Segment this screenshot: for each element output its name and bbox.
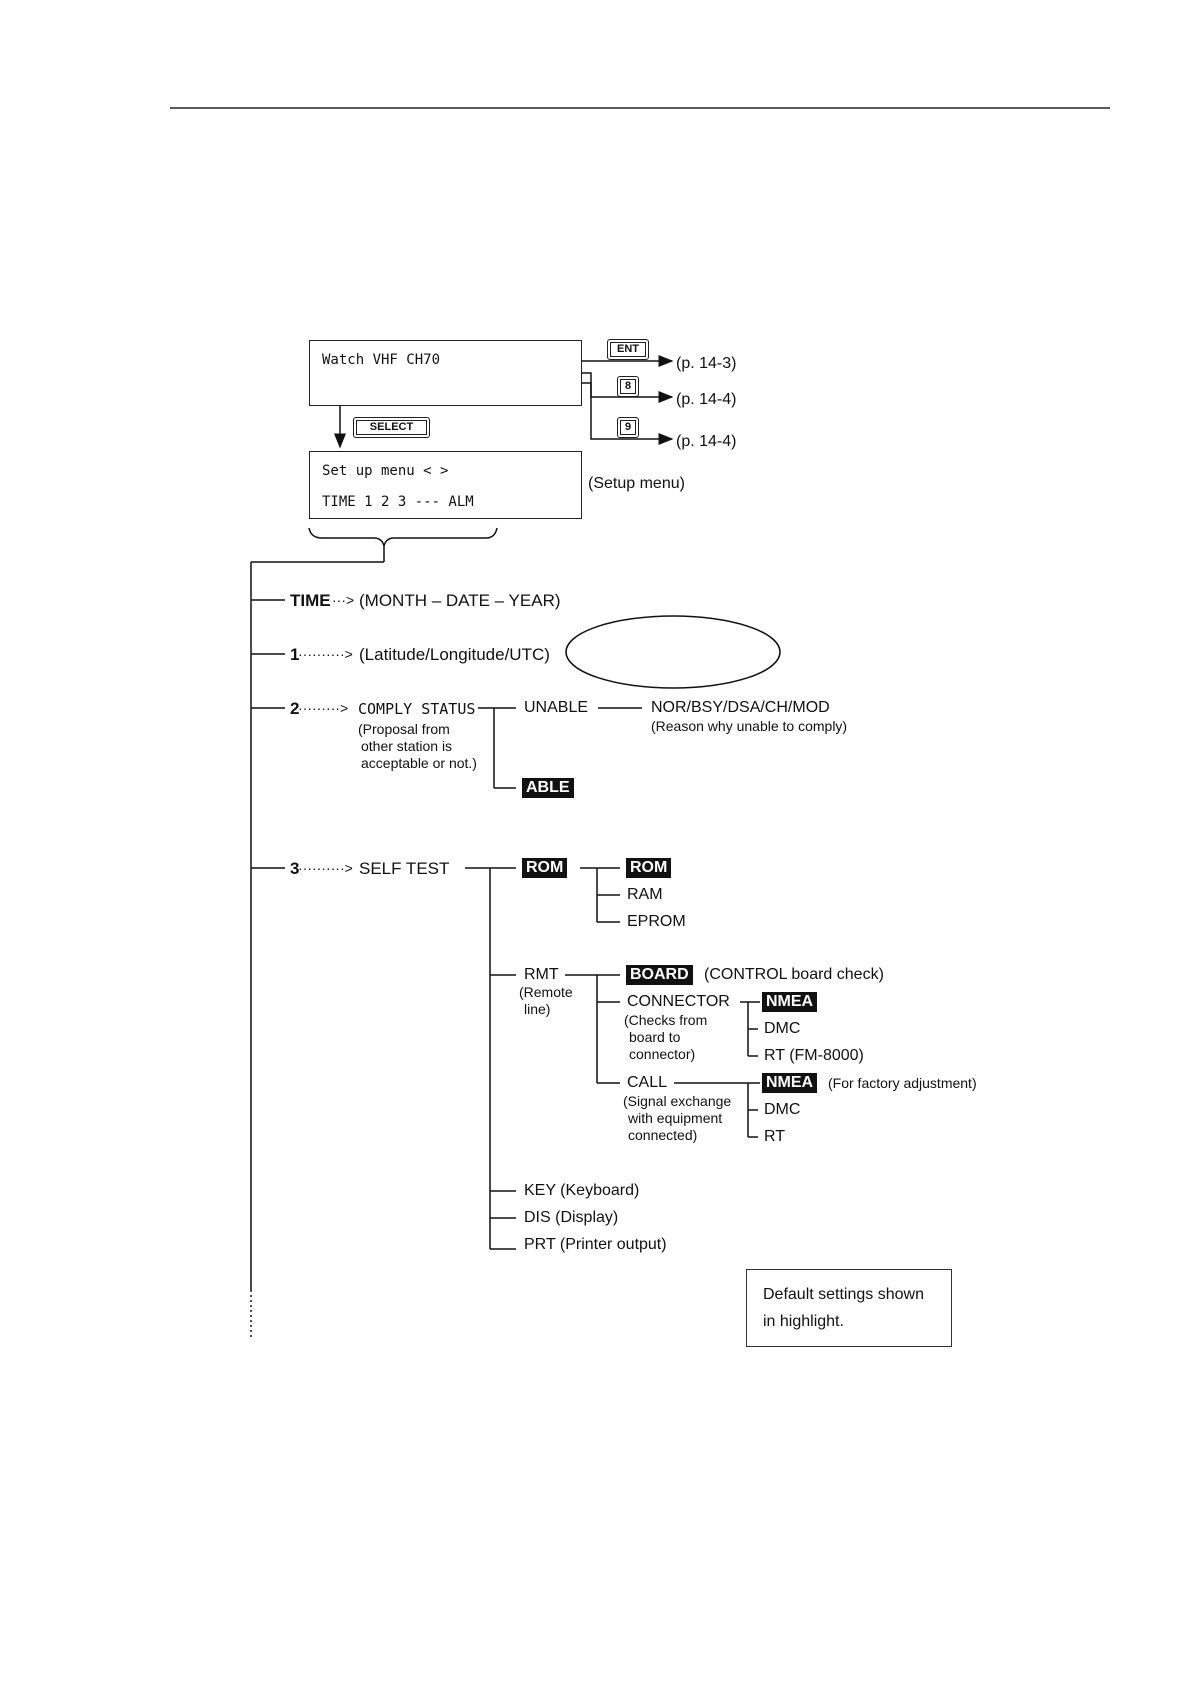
rom-child-eprom: EPROM <box>627 913 686 930</box>
connector-rt: RT (FM-8000) <box>764 1047 864 1064</box>
note-line-1: Default settings shown <box>763 1286 924 1303</box>
default-settings-note: Default settings shown in highlight. <box>746 1269 952 1347</box>
setup-menu-caption: (Setup menu) <box>588 475 685 492</box>
call-desc-2: with equipment <box>628 1110 723 1126</box>
rmt-label: RMT <box>524 966 559 983</box>
display-watch: Watch VHF CH70 <box>309 340 582 406</box>
connector-dmc: DMC <box>764 1020 801 1037</box>
note-line-2: in highlight. <box>763 1313 844 1330</box>
unable-reasons: NOR/BSY/DSA/CH/MOD <box>651 699 830 716</box>
item1-value: (Latitude/Longitude/UTC) <box>359 645 550 664</box>
rom-child-rom-highlight: ROM <box>626 858 672 878</box>
item2-arrow: ·········> <box>298 700 349 716</box>
setup-menu-line1: Set up menu < > <box>322 463 449 479</box>
rom-highlight: ROM <box>522 858 568 878</box>
select-key-label: SELECT <box>369 421 414 433</box>
rmt-desc-1: (Remote <box>519 984 573 1000</box>
unable-option: UNABLE <box>524 699 589 716</box>
display-watch-text: Watch VHF CH70 <box>322 352 441 368</box>
connector-desc-1: (Checks from <box>624 1012 708 1028</box>
call-rt: RT <box>764 1128 786 1145</box>
call-desc-1: (Signal exchange <box>623 1093 732 1109</box>
display-setup-menu: Set up menu < > TIME 1 2 3 --- ALM <box>309 451 582 519</box>
key-8-label: 8 <box>624 380 632 392</box>
unable-reasons-note: (Reason why unable to comply) <box>651 718 848 734</box>
ref-key-8: (p. 14-4) <box>676 391 737 408</box>
call-label: CALL <box>627 1074 668 1091</box>
able-option-highlight: ABLE <box>522 778 574 798</box>
call-nmea-highlight: NMEA <box>762 1073 818 1093</box>
connector-label: CONNECTOR <box>627 993 730 1010</box>
item2-desc-2: other station is <box>361 738 453 754</box>
time-arrow: ···> <box>332 592 355 608</box>
select-key[interactable]: SELECT <box>353 417 430 438</box>
setup-menu-line2: TIME 1 2 3 --- ALM <box>322 494 474 510</box>
prt-test: PRT (Printer output) <box>524 1236 667 1253</box>
item2-label: 2 <box>290 699 300 718</box>
key-test: KEY (Keyboard) <box>524 1182 640 1199</box>
connector-desc-3: connector) <box>629 1046 696 1062</box>
item3-value: SELF TEST <box>359 859 450 878</box>
item2-desc-1: (Proposal from <box>358 721 450 737</box>
ref-ent: (p. 14-3) <box>676 355 737 372</box>
board-highlight: BOARD <box>626 965 693 985</box>
key-9-label: 9 <box>624 421 632 433</box>
key-8[interactable]: 8 <box>617 376 639 397</box>
time-value: (MONTH – DATE – YEAR) <box>359 591 561 610</box>
item3-label: 3 <box>290 859 300 878</box>
ent-key[interactable]: ENT <box>607 339 649 360</box>
rmt-desc-2: line) <box>524 1001 551 1017</box>
connector-desc-2: board to <box>629 1029 681 1045</box>
call-factory-note: (For factory adjustment) <box>828 1075 977 1091</box>
key-9[interactable]: 9 <box>617 417 639 438</box>
dis-test: DIS (Display) <box>524 1209 619 1226</box>
board-note: (CONTROL board check) <box>704 966 884 983</box>
item1-arrow: ··········> <box>298 646 353 662</box>
item2-desc-3: acceptable or not.) <box>361 755 477 771</box>
rom-child-ram: RAM <box>627 886 663 903</box>
connector-nmea-highlight: NMEA <box>762 992 818 1012</box>
item1-label: 1 <box>290 645 300 664</box>
ent-key-label: ENT <box>617 343 639 355</box>
call-dmc: DMC <box>764 1101 801 1118</box>
call-desc-3: connected) <box>628 1127 698 1143</box>
item3-arrow: ··········> <box>298 860 353 876</box>
item2-value: COMPLY STATUS <box>358 700 476 718</box>
ref-key-9: (p. 14-4) <box>676 433 737 450</box>
time-label: TIME <box>290 591 331 610</box>
